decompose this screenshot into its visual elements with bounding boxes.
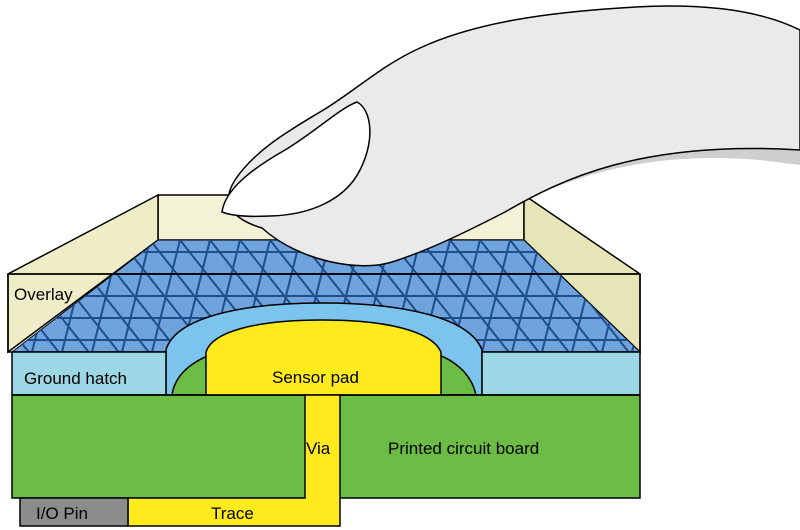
io-pin-label: I/O Pin bbox=[36, 504, 88, 523]
overlay-label: Overlay bbox=[14, 285, 73, 304]
trace-label: Trace bbox=[211, 504, 254, 523]
finger bbox=[227, 5, 800, 267]
pcb-label: Printed circuit board bbox=[388, 439, 539, 458]
ground-hatch-label: Ground hatch bbox=[24, 369, 127, 388]
ground-hatch-side-right bbox=[481, 351, 641, 396]
via-label: Via bbox=[306, 439, 331, 458]
io-pin bbox=[19, 497, 129, 527]
sensor-pad bbox=[205, 319, 442, 396]
sensor-pad-label: Sensor pad bbox=[272, 368, 359, 387]
fingernail bbox=[221, 101, 371, 218]
